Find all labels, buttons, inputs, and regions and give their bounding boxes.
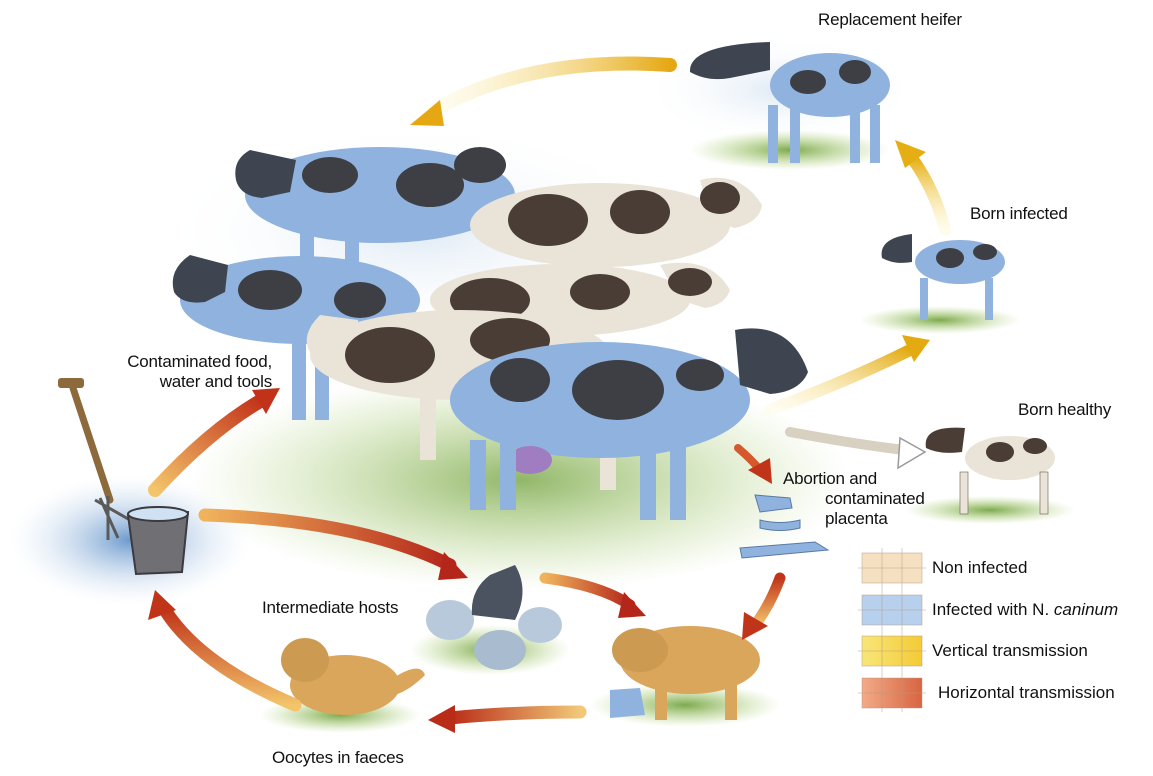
label-intermediate-hosts: Intermediate hosts bbox=[262, 598, 398, 618]
label-abortion-line-1: Abortion and bbox=[783, 469, 925, 489]
arrow-abortion-to-dog bbox=[755, 578, 780, 625]
arrow-faeces-to-bucket bbox=[165, 610, 295, 705]
dog-defecating-illustration bbox=[281, 638, 425, 715]
arrow-heifer-to-herd bbox=[430, 64, 670, 112]
label-abortion-line-2: contaminated bbox=[783, 489, 925, 509]
label-born-healthy: Born healthy bbox=[1018, 400, 1111, 420]
arrow-head-dog-to-faeces bbox=[428, 705, 455, 733]
legend bbox=[858, 548, 926, 712]
label-abortion: Abortion and contaminated placenta bbox=[783, 469, 925, 529]
legend-label-non-infected: Non infected bbox=[932, 558, 1027, 578]
label-abortion-line-3: placenta bbox=[783, 509, 925, 529]
legend-label-vertical: Vertical transmission bbox=[932, 641, 1088, 661]
legend-label-infected-italic: caninum bbox=[1054, 600, 1118, 619]
label-born-infected: Born infected bbox=[970, 204, 1068, 224]
arrow-dog-to-faeces bbox=[450, 712, 580, 718]
label-contaminated-food-line-1: Contaminated food, bbox=[82, 352, 272, 372]
label-contaminated-food: Contaminated food, water and tools bbox=[82, 352, 272, 392]
arrow-head-herd-to-healthy-calf bbox=[898, 438, 925, 468]
label-contaminated-food-line-2: water and tools bbox=[82, 372, 272, 392]
legend-label-infected-prefix: Infected with N. bbox=[932, 600, 1054, 619]
legend-label-horizontal: Horizontal transmission bbox=[938, 683, 1115, 703]
arrow-calf-to-heifer bbox=[912, 158, 945, 230]
label-oocytes: Oocytes in faeces bbox=[272, 748, 404, 768]
arrow-head-heifer-to-herd bbox=[410, 100, 444, 126]
label-replacement-heifer: Replacement heifer bbox=[818, 10, 962, 30]
legend-label-infected: Infected with N. caninum bbox=[932, 600, 1118, 620]
